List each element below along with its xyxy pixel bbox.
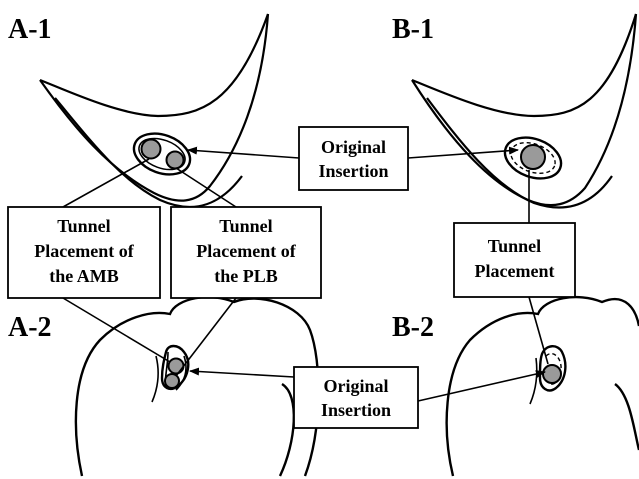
label-original-insertion-top: Original Insertion	[299, 127, 408, 190]
label-text-line: Tunnel	[219, 216, 272, 236]
panel-label-a1: A-1	[8, 14, 52, 45]
label-text-line: Original	[321, 137, 386, 157]
label-tunnel-plb: Tunnel Placement of the PLB	[171, 207, 321, 298]
label-text-line: Insertion	[321, 400, 391, 420]
label-original-insertion-bottom: Original Insertion	[294, 367, 418, 428]
amb-tunnel-marker-a2	[169, 359, 184, 374]
panel-label-a2: A-2	[8, 312, 52, 343]
label-text-line: Tunnel	[57, 216, 110, 236]
ridge-line-a2	[152, 356, 158, 402]
label-text-line: the PLB	[214, 266, 278, 286]
label-tunnel-amb: Tunnel Placement of the AMB	[8, 207, 160, 298]
label-text-line: Placement of	[196, 241, 296, 261]
label-text-line: the AMB	[49, 266, 119, 286]
label-text-line: Placement	[475, 261, 555, 281]
label-text-line: Insertion	[318, 161, 388, 181]
panel-label-b1: B-1	[392, 14, 434, 45]
label-tunnel-placement: Tunnel Placement	[454, 223, 575, 297]
panel-label-b2: B-2	[392, 312, 434, 343]
notch-view-a1	[40, 14, 268, 207]
single-tunnel-marker-b2	[543, 365, 561, 383]
amb-tunnel-marker-a1	[142, 140, 161, 159]
label-text-line: Placement of	[34, 241, 134, 261]
label-text-line: Tunnel	[488, 236, 541, 256]
label-text-line: Original	[323, 376, 388, 396]
ridge-line-b2	[530, 358, 537, 404]
tibial-plateau-a2	[76, 297, 319, 476]
notch-view-b1	[412, 14, 636, 208]
single-tunnel-marker-b1	[521, 145, 545, 169]
plb-tunnel-marker-a1	[167, 152, 184, 169]
